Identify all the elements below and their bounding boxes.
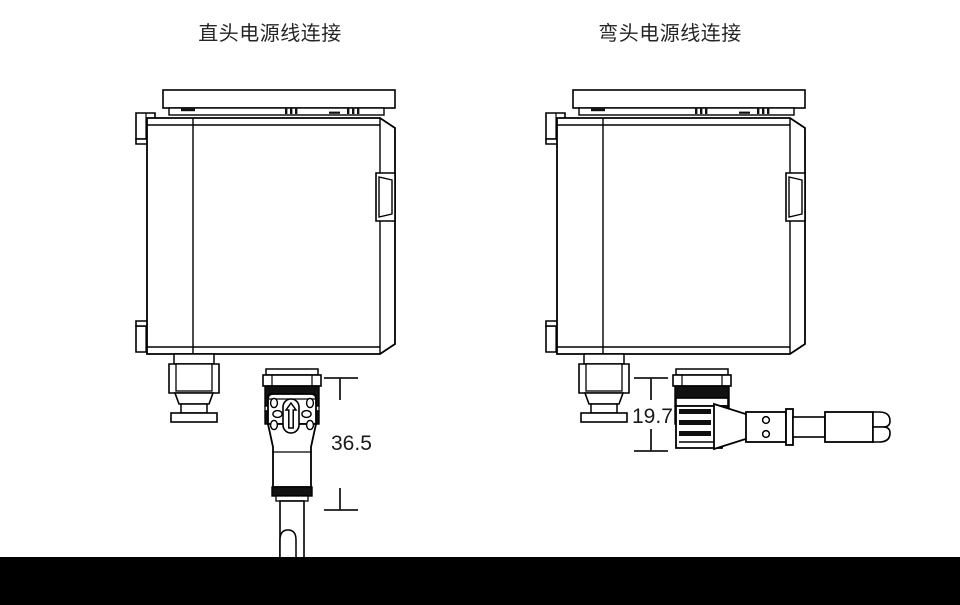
strain-relief-left	[271, 486, 313, 502]
straight-connector-assembly	[262, 368, 322, 562]
footer-bar	[0, 557, 960, 605]
angled-connector-assembly	[672, 368, 891, 451]
panel-straight-plug	[135, 89, 396, 562]
cable-right	[792, 411, 891, 443]
dimension-36-5	[324, 377, 358, 511]
connector-body-left	[266, 393, 318, 488]
orientation-arrow-icon	[284, 401, 298, 429]
dimension-19-7	[634, 377, 668, 452]
panel-title-angled: 弯头电源线连接	[598, 23, 742, 45]
cable-left	[279, 500, 305, 562]
dimension-label-36-5: 36.5	[331, 432, 372, 455]
dimension-label-19-7: 19.7	[632, 405, 673, 428]
panel-title-straight: 直头电源线连接	[198, 23, 342, 45]
angled-connector-body	[745, 408, 794, 446]
panel-angled-plug	[545, 89, 891, 452]
